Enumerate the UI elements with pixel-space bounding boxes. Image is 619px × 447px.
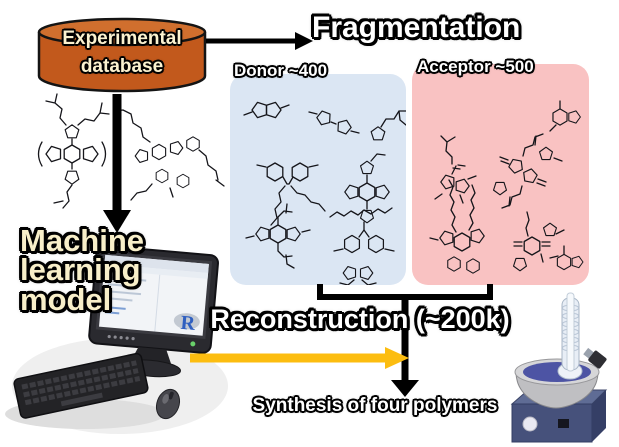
acceptor-label: Acceptor ~500 (417, 57, 534, 76)
reflux-setup-illustration (510, 292, 608, 443)
mantle-switch (558, 419, 569, 428)
keyboard (13, 352, 149, 419)
mouse (155, 388, 181, 420)
fragmentation-label: Fragmentation (312, 11, 521, 44)
polymer-structures (37, 93, 225, 209)
right-arrow-icon (206, 32, 313, 50)
power-led (190, 341, 196, 347)
database-label-line2: database (80, 55, 164, 77)
down-arrow-icon (103, 94, 131, 233)
database-label-line1: Experimental (62, 28, 182, 49)
donor-panel (230, 74, 406, 285)
ml-model-line2: learning (20, 252, 141, 288)
donor-label: Donor ~400 (234, 61, 328, 80)
ml-model-label: Machine learning model (20, 223, 145, 317)
heating-mantle-icon (510, 358, 608, 443)
donor-fragment-structures (243, 101, 406, 285)
acceptor-fragment-structures (429, 100, 584, 274)
reconstruction-label: Reconstruction (~200k) (210, 304, 510, 334)
r-logo-letter: R (180, 312, 197, 335)
computer-monitor: R (88, 244, 219, 378)
merge-bracket-icon (317, 284, 493, 397)
computer-illustration: R (5, 244, 228, 434)
r-logo (173, 313, 200, 330)
ml-model-line3: model (20, 281, 112, 317)
mantle-knob (522, 416, 538, 432)
condenser-icon (557, 292, 607, 380)
database-label: Experimental database (36, 25, 208, 80)
ml-model-line1: Machine (20, 223, 145, 258)
yellow-arrow-icon (190, 347, 409, 369)
database-cylinder-icon (37, 17, 207, 93)
synthesis-label: Synthesis of four polymers (252, 395, 498, 416)
